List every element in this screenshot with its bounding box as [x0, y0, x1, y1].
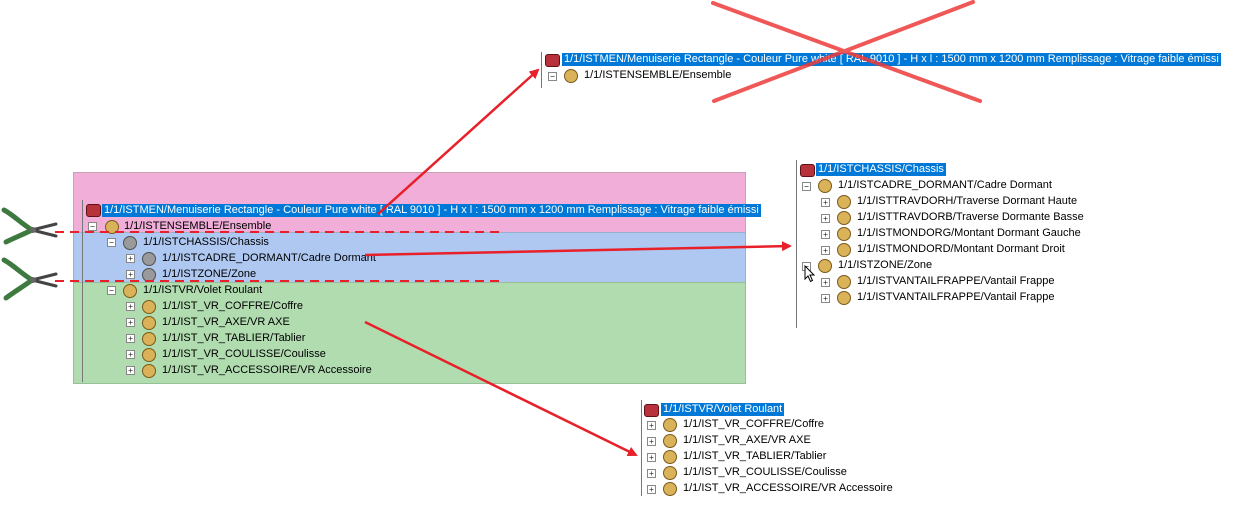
expand-icon[interactable]: +	[126, 254, 135, 263]
expand-icon[interactable]: +	[647, 469, 656, 478]
tree-node-vr-accessoire[interactable]: 1/1/IST_VR_ACCESSOIRE/VR Accessoire	[162, 364, 372, 376]
tree-node-traverse-basse[interactable]: 1/1/ISTTRAVDORB/Traverse Dormante Basse	[857, 211, 1084, 223]
gold-component-icon	[818, 179, 832, 193]
gold-component-icon	[142, 332, 156, 346]
expand-icon[interactable]: +	[821, 230, 830, 239]
tree-node-ensemble[interactable]: 1/1/ISTENSEMBLE/Ensemble	[584, 69, 732, 81]
red-component-icon	[86, 204, 101, 217]
cursor-icon	[804, 265, 816, 283]
expand-icon[interactable]: +	[821, 246, 830, 255]
expand-icon[interactable]: +	[821, 278, 830, 287]
gold-component-icon	[142, 300, 156, 314]
band-menuiserie	[73, 172, 746, 234]
tree-node-vr-coulisse[interactable]: 1/1/IST_VR_COULISSE/Coulisse	[162, 348, 326, 360]
tree-node-vantail-frappe[interactable]: 1/1/ISTVANTAILFRAPPE/Vantail Frappe	[857, 291, 1055, 303]
grey-component-icon	[123, 236, 137, 250]
expand-icon[interactable]: +	[126, 350, 135, 359]
arrow-to-right-tree	[364, 241, 792, 257]
expand-icon[interactable]: +	[126, 318, 135, 327]
tree-node-vr-coffre[interactable]: 1/1/IST_VR_COFFRE/Coffre	[162, 300, 304, 312]
red-component-icon	[545, 54, 560, 67]
gold-component-icon	[564, 69, 578, 83]
tree-node-volet-roulant[interactable]: 1/1/ISTVR/Volet Roulant	[143, 284, 263, 296]
main-tree-edge	[82, 200, 83, 382]
collapse-icon[interactable]: −	[107, 286, 116, 295]
red-component-icon	[644, 404, 659, 417]
tree-node-cadre-dormant[interactable]: 1/1/ISTCADRE_DORMANT/Cadre Dormant	[162, 252, 376, 264]
tree-node-cadre-dormant[interactable]: 1/1/ISTCADRE_DORMANT/Cadre Dormant	[838, 179, 1052, 191]
pliers-icon	[1, 257, 58, 301]
gold-component-icon	[663, 434, 677, 448]
tree-node-vr-tablier[interactable]: 1/1/IST_VR_TABLIER/Tablier	[683, 450, 827, 462]
tree-node-ensemble[interactable]: 1/1/ISTENSEMBLE/Ensemble	[124, 220, 272, 232]
grey-component-icon	[142, 252, 156, 266]
cut-line	[55, 231, 500, 282]
expand-icon[interactable]: +	[647, 485, 656, 494]
tree-node-vr-coffre[interactable]: 1/1/IST_VR_COFFRE/Coffre	[683, 418, 825, 430]
expand-icon[interactable]: +	[126, 270, 135, 279]
expand-icon[interactable]: +	[126, 302, 135, 311]
cross-out-mark	[711, 0, 982, 103]
expand-icon[interactable]: +	[821, 294, 830, 303]
red-component-icon	[800, 164, 815, 177]
tree-node-montant-droit[interactable]: 1/1/ISTMONDORD/Montant Dormant Droit	[857, 243, 1065, 255]
gold-component-icon	[142, 348, 156, 362]
tree-node-chassis[interactable]: 1/1/ISTCHASSIS/Chassis	[143, 236, 269, 248]
gold-component-icon	[837, 211, 851, 225]
gold-component-icon	[837, 227, 851, 241]
tree-node-montant-gauche[interactable]: 1/1/ISTMONDORG/Montant Dormant Gauche	[857, 227, 1081, 239]
expand-icon[interactable]: +	[821, 198, 830, 207]
tree-node-menuiserie[interactable]: 1/1/ISTMEN/Menuiserie Rectangle - Couleu…	[562, 53, 1221, 66]
collapse-icon[interactable]: −	[107, 238, 116, 247]
tree-node-vr-coulisse[interactable]: 1/1/IST_VR_COULISSE/Coulisse	[683, 466, 847, 478]
gold-component-icon	[142, 364, 156, 378]
bottom-tree-edge	[641, 400, 642, 496]
tree-node-menuiserie[interactable]: 1/1/ISTMEN/Menuiserie Rectangle - Couleu…	[102, 204, 761, 217]
tree-node-vr-accessoire[interactable]: 1/1/IST_VR_ACCESSOIRE/VR Accessoire	[683, 482, 893, 494]
gold-component-icon	[837, 291, 851, 305]
tree-node-volet-roulant[interactable]: 1/1/ISTVR/Volet Roulant	[661, 403, 785, 416]
gold-component-icon	[663, 418, 677, 432]
tree-node-vr-axe[interactable]: 1/1/IST_VR_AXE/VR AXE	[162, 316, 290, 328]
gold-component-icon	[105, 220, 119, 234]
collapse-icon[interactable]: −	[548, 72, 557, 81]
pliers-icon	[1, 207, 58, 245]
arrows	[364, 68, 792, 457]
gold-component-icon	[663, 450, 677, 464]
expand-icon[interactable]: +	[126, 366, 135, 375]
expand-icon[interactable]: +	[647, 421, 656, 430]
tree-node-vr-tablier[interactable]: 1/1/IST_VR_TABLIER/Tablier	[162, 332, 306, 344]
gold-component-icon	[123, 284, 137, 298]
arrow-to-bottom-tree	[364, 320, 638, 457]
expand-icon[interactable]: +	[647, 453, 656, 462]
top-tree-edge	[541, 52, 542, 88]
collapse-icon[interactable]: −	[88, 222, 97, 231]
tree-node-traverse-haute[interactable]: 1/1/ISTTRAVDORH/Traverse Dormant Haute	[857, 195, 1078, 207]
arrow-to-top-tree	[377, 68, 540, 215]
right-tree-edge	[796, 160, 797, 328]
gold-component-icon	[837, 275, 851, 289]
gold-component-icon	[837, 243, 851, 257]
gold-component-icon	[837, 195, 851, 209]
tree-node-vr-axe[interactable]: 1/1/IST_VR_AXE/VR AXE	[683, 434, 811, 446]
band-chassis	[73, 232, 746, 284]
collapse-icon[interactable]: −	[802, 182, 811, 191]
gold-component-icon	[663, 482, 677, 496]
tree-node-zone[interactable]: 1/1/ISTZONE/Zone	[162, 268, 257, 280]
expand-icon[interactable]: +	[126, 334, 135, 343]
tree-node-vantail-frappe[interactable]: 1/1/ISTVANTAILFRAPPE/Vantail Frappe	[857, 275, 1055, 287]
gold-component-icon	[663, 466, 677, 480]
expand-icon[interactable]: +	[821, 214, 830, 223]
gold-component-icon	[142, 316, 156, 330]
tree-node-zone[interactable]: 1/1/ISTZONE/Zone	[838, 259, 933, 271]
expand-icon[interactable]: +	[647, 437, 656, 446]
band-volet	[73, 282, 746, 384]
gold-component-icon	[818, 259, 832, 273]
tree-node-chassis[interactable]: 1/1/ISTCHASSIS/Chassis	[816, 163, 946, 176]
